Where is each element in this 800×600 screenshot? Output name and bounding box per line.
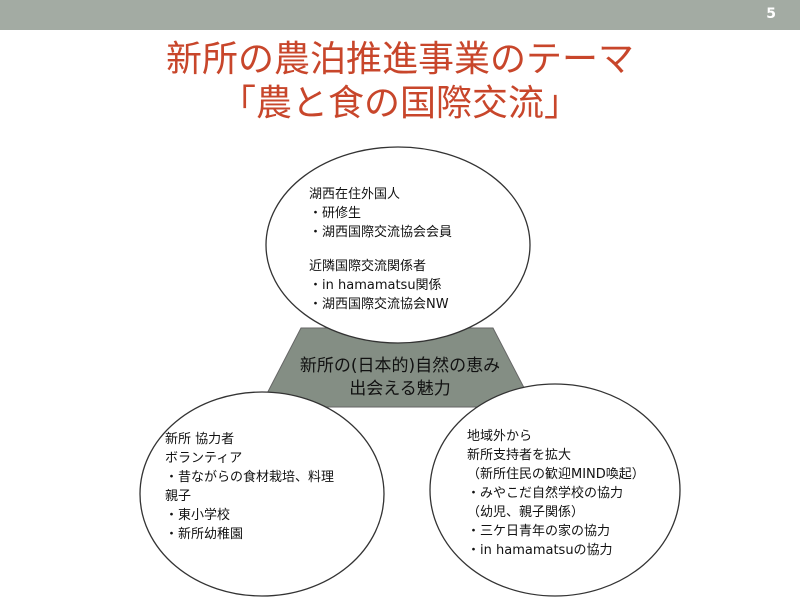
left-line: 親子 xyxy=(165,489,192,504)
right-line: ・三ケ日青年の家の協力 xyxy=(467,524,611,539)
left-line: ・東小学校 xyxy=(165,508,231,523)
center-text: 新所の(日本的)自然の恵み 出会える魅力 xyxy=(270,355,530,401)
top-circle-text: 湖西在住外国人 ・研修生 ・湖西国際交流協会会員 近隣国際交流関係者 ・in h… xyxy=(309,185,452,314)
top-item: ・in hamamatsu関係 xyxy=(309,278,442,293)
page-number: 5 xyxy=(766,6,776,22)
center-line-2: 出会える魅力 xyxy=(349,379,451,399)
center-line-1: 新所の(日本的)自然の恵み xyxy=(299,356,501,376)
right-line: （新所住民の歓迎MIND喚起） xyxy=(467,467,645,482)
left-circle xyxy=(139,391,385,597)
left-circle-text: 新所 協力者 ボランティア ・昔ながらの食材栽培、料理 親子 ・東小学校 ・新所… xyxy=(165,430,334,544)
title-line-1: 新所の農泊推進事業のテーマ xyxy=(165,39,634,80)
right-line: ・in hamamatsuの協力 xyxy=(467,543,613,558)
right-line: 地域外から xyxy=(467,429,533,444)
right-line: ・みやこだ自然学校の協力 xyxy=(467,486,624,501)
right-line: （幼児、親子関係） xyxy=(467,505,585,520)
left-line: ・新所幼稚園 xyxy=(165,527,244,542)
title-line-2: 「農と食の国際交流」 xyxy=(219,83,580,124)
right-line: 新所支持者を拡大 xyxy=(467,448,572,463)
left-line: ボランティア xyxy=(165,451,243,466)
spacer xyxy=(309,242,452,257)
header-bar: 5 xyxy=(0,0,800,30)
top-item: ・湖西国際交流協会NW xyxy=(309,297,449,312)
left-line: ・昔ながらの食材栽培、料理 xyxy=(165,470,335,485)
left-line: 新所 協力者 xyxy=(165,432,235,447)
top-item: ・湖西国際交流協会会員 xyxy=(309,225,453,240)
top-heading-1: 湖西在住外国人 xyxy=(309,187,401,202)
right-circle-text: 地域外から 新所支持者を拡大 （新所住民の歓迎MIND喚起） ・みやこだ自然学校… xyxy=(467,427,645,560)
top-item: ・研修生 xyxy=(309,206,362,221)
slide-title: 新所の農泊推進事業のテーマ 「農と食の国際交流」 xyxy=(0,38,800,126)
right-circle xyxy=(429,383,681,597)
top-heading-2: 近隣国際交流関係者 xyxy=(309,259,427,274)
top-circle xyxy=(265,146,531,344)
